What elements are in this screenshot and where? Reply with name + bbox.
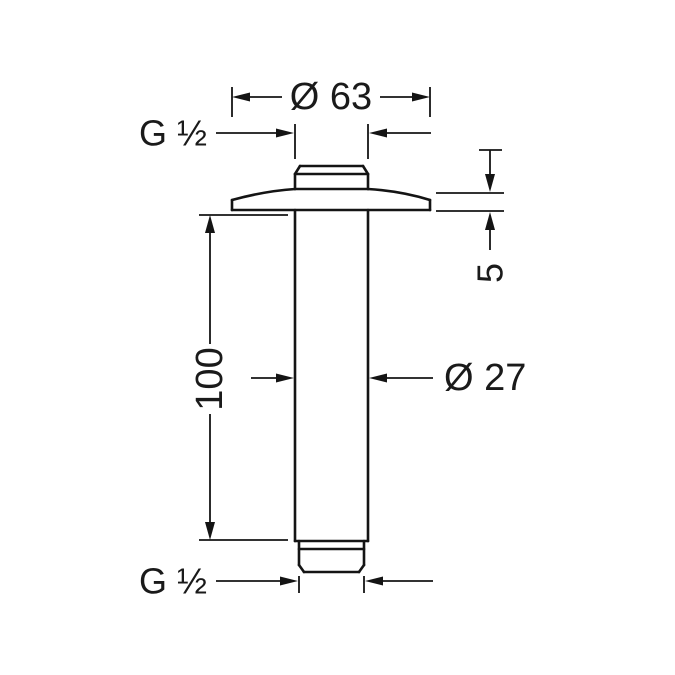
flange-top-right: [366, 187, 432, 202]
dim-top-thread-label: G ½: [139, 113, 207, 154]
arrow-left-icon: [365, 576, 383, 586]
dim-bottom-thread: G ½: [139, 561, 433, 602]
arrow-down-icon: [205, 522, 215, 540]
arrow-down-icon: [485, 174, 495, 192]
dim-flange-height-label: 5: [470, 263, 511, 283]
dim-bottom-thread-label: G ½: [139, 561, 207, 602]
dim-pipe-length-label: 100: [189, 347, 231, 410]
arrow-right-icon: [276, 373, 294, 383]
dim-flange-height: 5: [436, 149, 511, 283]
arrow-up-icon: [205, 215, 215, 233]
dim-pipe-diameter-label: Ø 27: [444, 357, 526, 399]
collar-chamfer-right: [361, 164, 370, 176]
flange-top-left: [230, 187, 297, 202]
dim-top-diameter: Ø 63: [231, 76, 431, 118]
dim-pipe-diameter: Ø 27: [251, 357, 526, 399]
arrow-right-icon: [280, 576, 298, 586]
arrow-up-icon: [485, 212, 495, 230]
arrow-left-icon: [232, 92, 250, 102]
arrow-left-icon: [369, 128, 387, 138]
dim-pipe-length: 100: [189, 214, 288, 541]
collar-chamfer-left: [293, 164, 302, 176]
bottom-chamfer-left: [297, 563, 306, 574]
dim-top-diameter-label: Ø 63: [290, 76, 372, 118]
bottom-chamfer-right: [357, 563, 366, 574]
arrow-right-icon: [412, 92, 430, 102]
dim-top-thread: G ½: [139, 113, 431, 159]
arrow-left-icon: [369, 373, 387, 383]
arrow-right-icon: [276, 128, 294, 138]
part-outline: [230, 164, 432, 574]
